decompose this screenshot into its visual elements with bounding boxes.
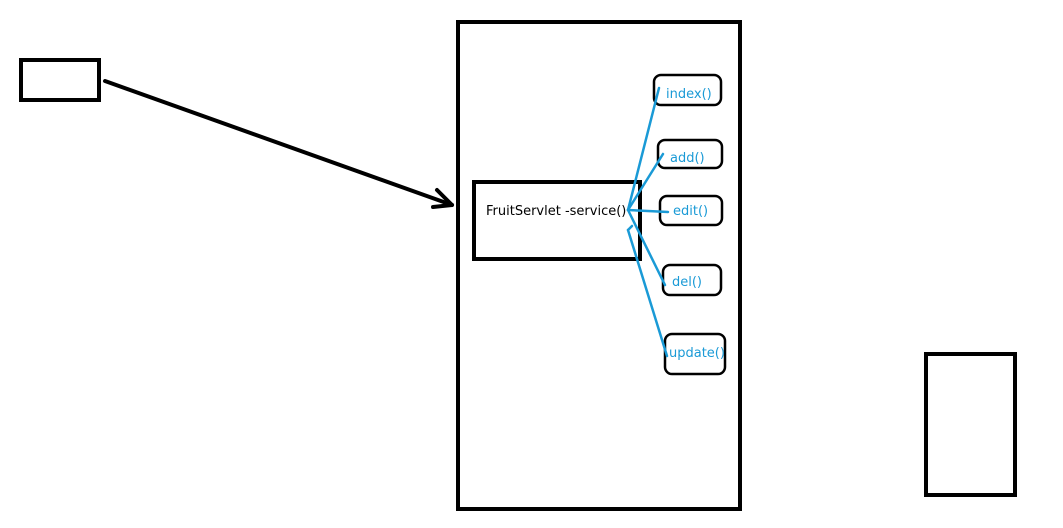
dispatch-line-update-branch: [626, 224, 634, 232]
dispatch-line-update: [626, 228, 669, 358]
request-arrow: [103, 79, 454, 209]
method-label-update: update(): [669, 346, 725, 361]
servlet-box: [472, 180, 642, 261]
method-box-index: [652, 73, 723, 107]
method-label-del: del(): [672, 275, 702, 290]
method-label-add: add(): [670, 151, 705, 166]
dispatch-line-index: [626, 86, 661, 212]
right-box: [924, 352, 1017, 497]
dispatch-line-del: [626, 208, 667, 287]
dispatch-lines: [626, 86, 670, 358]
server-container: [456, 20, 742, 511]
method-label-edit: edit(): [673, 204, 708, 219]
servlet-label: FruitServlet -service(): [486, 204, 626, 219]
method-box-add: [656, 138, 724, 170]
method-box-update: [663, 332, 727, 376]
dispatch-line-edit: [626, 208, 670, 214]
dispatch-line-add: [626, 152, 665, 212]
method-label-index: index(): [666, 87, 712, 102]
client-box: [19, 58, 101, 102]
